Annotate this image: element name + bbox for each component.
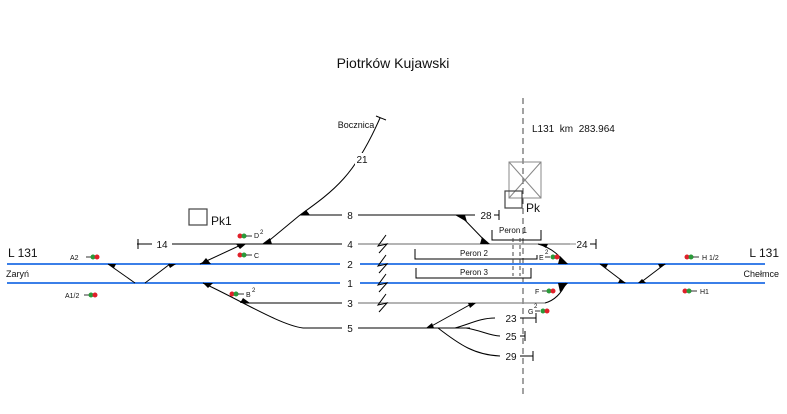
track-29-label: 29 xyxy=(505,352,517,363)
track-5-label: 5 xyxy=(347,324,353,335)
svg-text:A1/2: A1/2 xyxy=(65,293,80,300)
switch-5-3[interactable] xyxy=(427,302,474,329)
platform-3 xyxy=(415,268,532,279)
platform-1-label: Peron 1 xyxy=(499,226,528,235)
signal-h1[interactable]: H1 xyxy=(682,288,710,297)
platform-1 xyxy=(491,230,542,241)
lightning-icon xyxy=(376,273,389,293)
switch-4-8[interactable] xyxy=(264,214,301,245)
building-pk1[interactable] xyxy=(188,208,208,226)
lightning-icon xyxy=(376,293,389,313)
left-destination: Zaryń xyxy=(6,269,29,279)
svg-text:2: 2 xyxy=(534,304,538,310)
signal-e[interactable]: E 2 xyxy=(539,250,560,262)
switch-1-5[interactable] xyxy=(202,282,304,329)
buffer-stop-21 xyxy=(375,115,387,121)
track-23-line[interactable] xyxy=(454,317,496,329)
right-line-label: L 131 xyxy=(749,246,779,260)
right-destination: Chełmce xyxy=(743,269,779,279)
svg-text:D: D xyxy=(254,233,259,240)
track-8-label: 8 xyxy=(347,211,353,222)
signal-b[interactable]: B 2 xyxy=(229,288,257,299)
track-25-label: 25 xyxy=(505,332,517,343)
svg-text:H 1/2: H 1/2 xyxy=(702,255,719,262)
svg-text:H1: H1 xyxy=(700,289,709,296)
station-building[interactable] xyxy=(508,161,542,199)
svg-text:E: E xyxy=(539,255,544,262)
svg-text:2: 2 xyxy=(545,250,549,256)
track-29-line[interactable] xyxy=(437,327,501,357)
signal-a1-2[interactable]: A1/2 xyxy=(65,292,98,301)
track-4-label: 4 xyxy=(347,240,353,251)
track-21-label: 21 xyxy=(356,155,368,166)
building-pk[interactable] xyxy=(504,190,523,209)
signal-h1-2[interactable]: H 1/2 xyxy=(684,254,719,263)
platform-2 xyxy=(414,249,538,260)
svg-text:2: 2 xyxy=(252,288,256,294)
station-title: Piotrków Kujawski xyxy=(337,55,450,71)
pk-label: Pk xyxy=(526,201,541,215)
siding-21[interactable] xyxy=(299,117,381,216)
pk1-label: Pk1 xyxy=(211,214,232,228)
svg-text:2: 2 xyxy=(260,230,264,236)
siding-label: Bocznica xyxy=(338,120,375,130)
platform-2-label: Peron 2 xyxy=(460,249,489,258)
svg-text:B: B xyxy=(246,292,251,299)
platform-3-label: Peron 3 xyxy=(460,268,489,277)
signal-g[interactable]: G 2 xyxy=(528,304,550,316)
km-marker-label: L131 km 283.964 xyxy=(532,124,615,135)
lightning-icon xyxy=(376,234,389,254)
track-23-label: 23 xyxy=(505,314,517,325)
lightning-markers xyxy=(376,234,389,313)
svg-text:G: G xyxy=(528,309,533,316)
lightning-icon xyxy=(376,254,389,274)
gap xyxy=(340,277,360,289)
svg-text:F: F xyxy=(535,289,539,296)
left-line-label: L 131 xyxy=(8,246,38,260)
crossover-left-b[interactable] xyxy=(144,263,171,284)
svg-text:A2: A2 xyxy=(70,255,79,262)
signal-f[interactable]: F xyxy=(535,288,556,297)
track-24-label: 24 xyxy=(576,240,588,251)
track-2-label: 2 xyxy=(347,260,353,271)
track-3-label: 3 xyxy=(347,299,353,310)
signal-d[interactable]: D 2 xyxy=(237,230,265,240)
track-28-label: 28 xyxy=(480,211,492,222)
signal-c[interactable]: C xyxy=(237,252,260,261)
track-25-line[interactable] xyxy=(465,327,501,337)
crossover-left-a[interactable] xyxy=(107,263,136,284)
gap xyxy=(340,258,360,270)
track-14-label: 14 xyxy=(156,240,168,251)
signal-a2[interactable]: A2 xyxy=(70,254,100,263)
svg-text:C: C xyxy=(254,253,259,260)
track-1-label: 1 xyxy=(347,279,353,290)
